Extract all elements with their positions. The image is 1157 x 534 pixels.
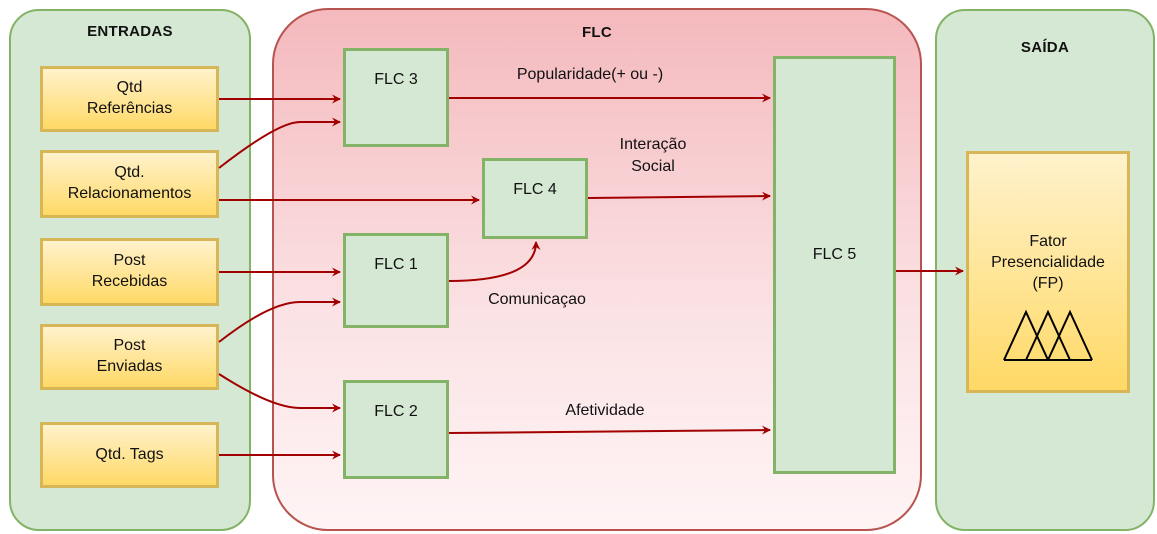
input-qtd-tags: Qtd. Tags (40, 422, 219, 488)
label-afetividade: Afetividade (565, 402, 645, 419)
input-ref-line1: Qtd (116, 79, 143, 97)
input-ref-line2: Referências (86, 100, 173, 117)
flc1-block: FLC 1 (343, 233, 449, 328)
input-qtd-relacionamentos: Qtd. Relacionamentos (40, 150, 219, 218)
flc2-label: FLC 2 (374, 403, 418, 420)
input-env-line1: Post (113, 337, 146, 355)
entradas-title: ENTRADAS (87, 23, 173, 40)
output-line2: Presencialidade (991, 253, 1105, 271)
output-fator-presencialidade: Fator Presencialidade (FP) (966, 151, 1130, 393)
edge-flc2-flc5 (448, 425, 771, 435)
edge-env-flc1 (218, 297, 341, 343)
flc3-block: FLC 3 (343, 48, 449, 147)
flc5-block: FLC 5 (773, 56, 896, 474)
label-interacao-line2: Social (631, 157, 675, 175)
input-rec-line2: Recebidas (91, 273, 168, 290)
edge-rel-flc3 (218, 117, 341, 169)
input-env-line2: Enviadas (96, 358, 163, 375)
flc1-label: FLC 1 (374, 256, 418, 273)
output-line3: (FP) (1032, 274, 1064, 292)
flc4-block: FLC 4 (482, 158, 588, 239)
label-popularidade: Popularidade(+ ou -) (516, 66, 664, 83)
input-rec-line1: Post (113, 252, 146, 270)
flc4-label: FLC 4 (513, 181, 557, 198)
flc2-block: FLC 2 (343, 380, 449, 479)
input-rel-line1: Qtd. (114, 164, 145, 182)
membership-triangles-icon (1003, 309, 1093, 362)
input-rel-line2: Relacionamentos (67, 185, 192, 202)
label-interacao-social: Interação Social (598, 134, 708, 177)
output-line1: Fator (1029, 233, 1067, 250)
edge-flc1-flc4 (448, 241, 541, 282)
label-comunicacao: Comunicaçao (488, 291, 586, 308)
label-interacao-line1: Interação (619, 136, 687, 153)
flc3-label: FLC 3 (374, 71, 418, 88)
saida-title: SAÍDA (1020, 39, 1070, 56)
flc-title: FLC (581, 24, 613, 41)
edge-env-flc2 (218, 373, 341, 413)
input-tags-line1: Qtd. Tags (95, 445, 164, 463)
edge-flc4-flc5 (587, 191, 771, 201)
flc5-label: FLC 5 (812, 246, 857, 263)
